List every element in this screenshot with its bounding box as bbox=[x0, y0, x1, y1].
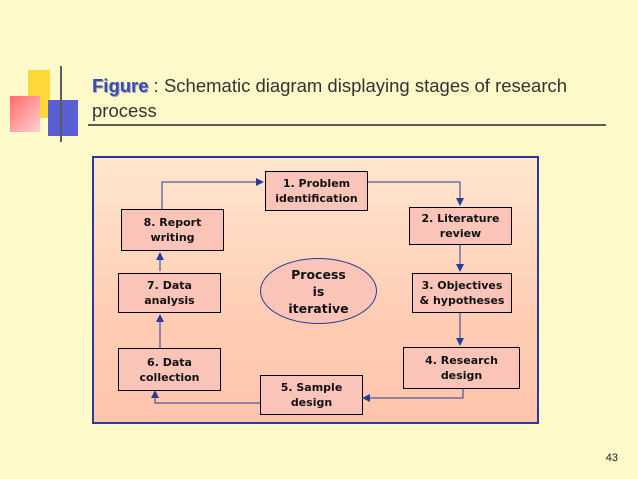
stage-box-3: 3. Objectives & hypotheses bbox=[412, 273, 512, 313]
arrow-4-to-5 bbox=[362, 389, 464, 402]
title-underline bbox=[88, 124, 606, 126]
stage-box-7: 7. Data analysis bbox=[118, 273, 221, 313]
decorative-line-vertical bbox=[60, 66, 62, 142]
arrow-8-to-1 bbox=[161, 178, 264, 209]
center-ellipse: Process is iterative bbox=[260, 258, 377, 324]
stage-box-6: 6. Data collection bbox=[118, 348, 221, 391]
arrow-1-to-2 bbox=[368, 181, 464, 206]
stage-box-8: 8. Report writing bbox=[121, 209, 224, 251]
title-text: : Schematic diagram displaying stages of… bbox=[92, 75, 568, 121]
stage-box-1: 1. Problem identification bbox=[265, 171, 368, 211]
page-number: 43 bbox=[605, 452, 618, 464]
stage-box-2: 2. Literature review bbox=[409, 207, 512, 245]
stage-box-4: 4. Research design bbox=[403, 347, 520, 389]
slide-title: Figure : Schematic diagram displaying st… bbox=[92, 73, 592, 123]
decorative-square-blue bbox=[48, 100, 78, 136]
stage-box-5: 5. Sample design bbox=[260, 375, 363, 415]
arrow-5-to-6 bbox=[151, 390, 260, 404]
title-keyword: Figure bbox=[92, 75, 149, 96]
decorative-square-red bbox=[10, 96, 40, 132]
